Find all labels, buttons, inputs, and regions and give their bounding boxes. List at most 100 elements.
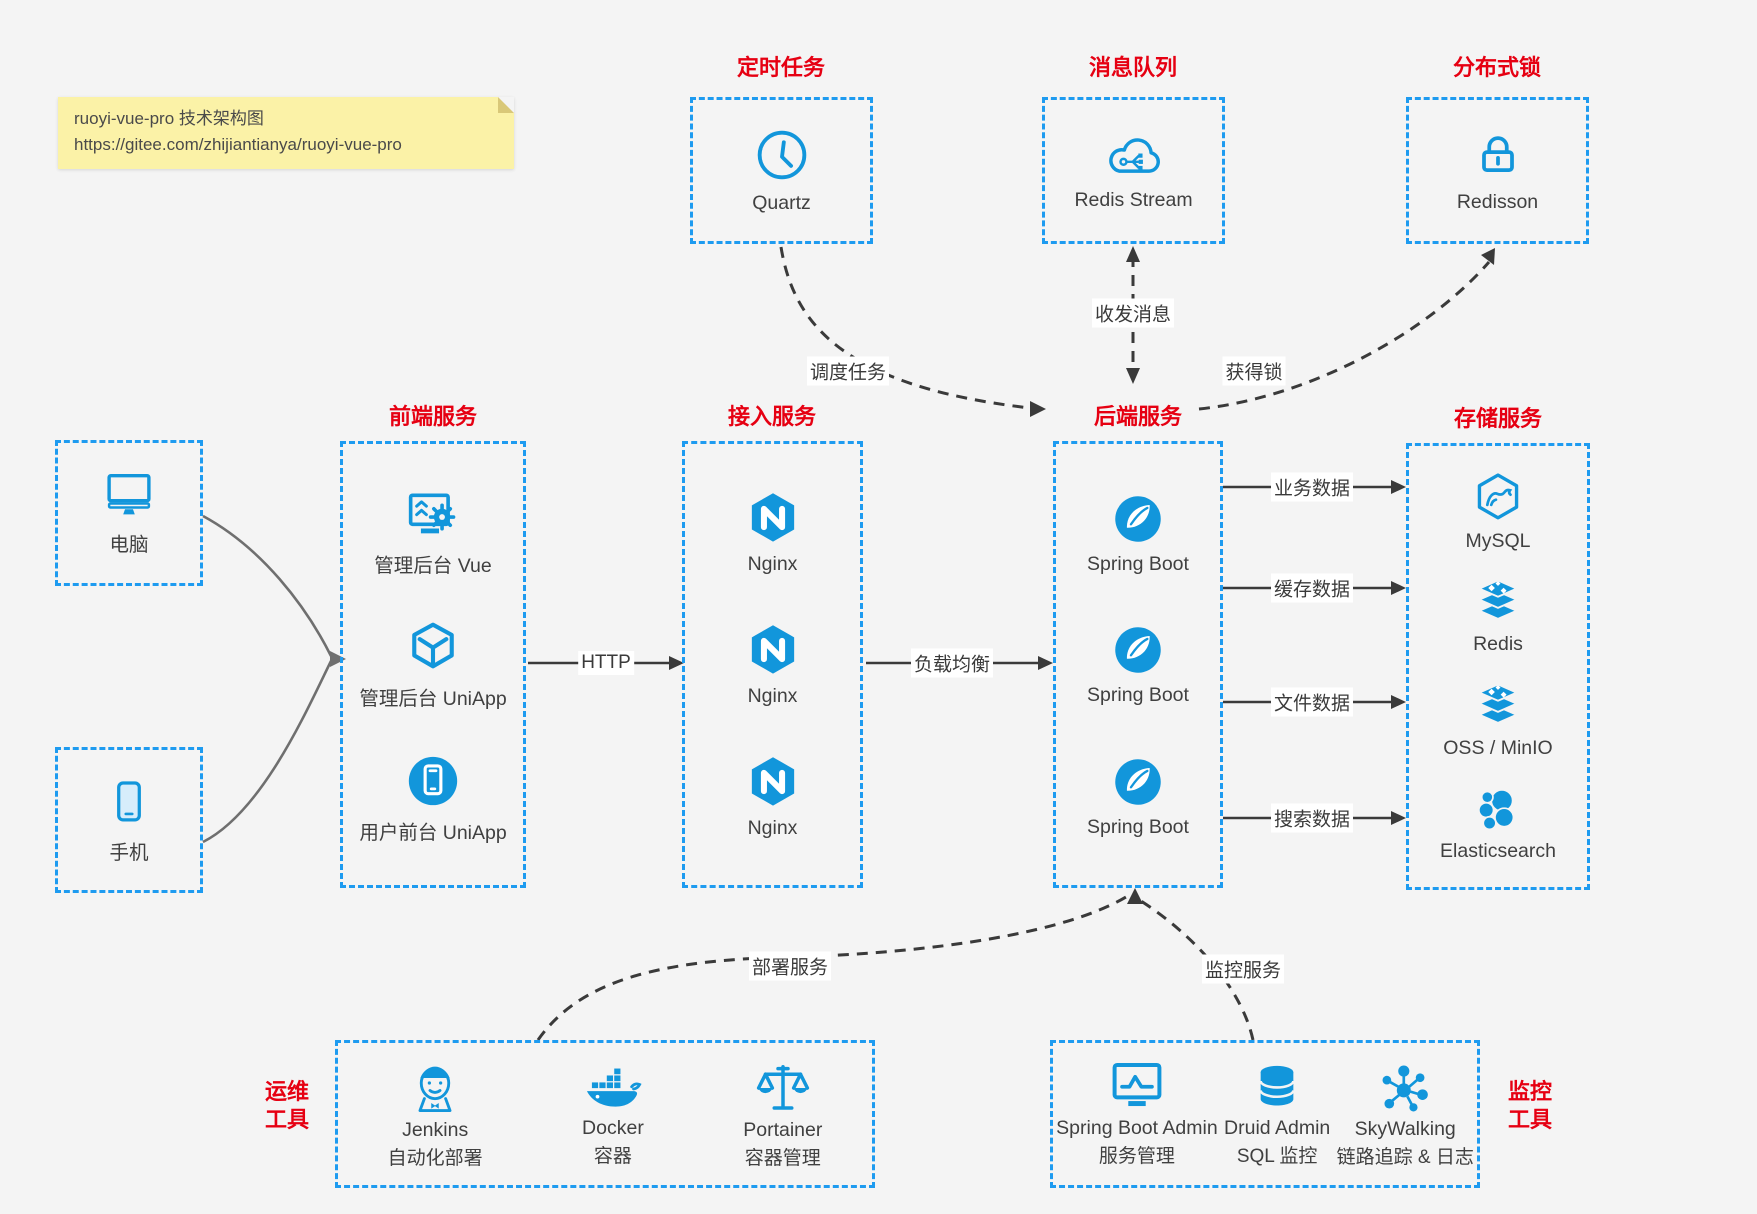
docker-item: Docker 容器: [582, 1060, 644, 1168]
note-fold-corner: [498, 97, 514, 113]
frontend-box: 管理后台 Vue 管理后台 UniApp 用户前台 UniApp: [340, 441, 526, 888]
redis-stream-label: Redis Stream: [1074, 189, 1193, 211]
admin-uniapp-item: 管理后台 UniApp: [359, 618, 507, 711]
frontend-header: 前端服务: [388, 404, 478, 429]
nginx-label: Nginx: [747, 685, 798, 707]
stack-icon: [1478, 683, 1518, 724]
user-uniapp-item: 用户前台 UniApp: [359, 752, 507, 845]
desktop-icon: [107, 473, 151, 514]
storage-header: 存储服务: [1453, 406, 1543, 431]
gateway-box: Nginx Nginx Nginx: [682, 441, 863, 888]
jenkins-label: Jenkins: [402, 1119, 469, 1141]
admin-uniapp-label: 管理后台 UniApp: [359, 688, 507, 710]
redis-item: Redis: [1470, 577, 1526, 656]
nginx-item: Nginx: [744, 621, 802, 708]
nginx-label: Nginx: [747, 817, 798, 839]
desktop-to-frontend-curve: [202, 514, 333, 657]
message-label: 收发消息: [1091, 298, 1175, 328]
nginx-item: Nginx: [744, 489, 802, 576]
spring-boot-item: Spring Boot: [1087, 754, 1189, 839]
nginx-label: Nginx: [747, 553, 798, 575]
skywalking-label: SkyWalking: [1354, 1118, 1456, 1140]
uniapp-cube-icon: [412, 622, 454, 669]
stack-icon: [1478, 579, 1518, 621]
distributed-lock-header: 分布式锁: [1452, 55, 1542, 80]
docker-sublabel: 容器: [593, 1146, 632, 1167]
user-app-circle-icon: [408, 756, 458, 805]
database-icon: [1259, 1065, 1295, 1106]
admin-vue-item: 管理后台 Vue: [374, 485, 492, 578]
elasticsearch-label: Elasticsearch: [1440, 839, 1556, 862]
oss-minio-item: OSS / MinIO: [1443, 681, 1553, 760]
elasticsearch-icon: [1478, 788, 1515, 830]
redis-stream-box: Redis Stream: [1042, 97, 1225, 244]
druid-admin-label: Druid Admin: [1224, 1117, 1331, 1139]
oss-minio-label: OSS / MinIO: [1443, 736, 1553, 759]
get-lock-label: 获得锁: [1222, 356, 1286, 386]
monitoring-tools-box: Spring Boot Admin 服务管理 Druid Admin SQL 监…: [1050, 1040, 1480, 1188]
nginx-icon: [751, 493, 794, 542]
redisson-box: Redisson: [1406, 97, 1589, 244]
spring-boot-label: Spring Boot: [1087, 815, 1189, 838]
scales-icon: [756, 1065, 809, 1110]
business-data-label: 业务数据: [1270, 472, 1354, 502]
jenkins-icon: [418, 1066, 452, 1112]
note-url: https://gitee.com/zhijiantianya/ruoyi-vu…: [74, 135, 402, 154]
clock-icon: [757, 130, 806, 180]
spring-boot-label: Spring Boot: [1087, 684, 1189, 706]
phone-client-box: 手机: [55, 747, 203, 893]
phone-label: 手机: [109, 841, 149, 864]
quartz-box: Quartz: [690, 97, 873, 244]
skywalking-item: SkyWalking 链路追踪 & 日志: [1337, 1059, 1474, 1169]
phone-to-frontend-curve: [202, 660, 333, 844]
spring-boot-admin-label: Spring Boot Admin: [1056, 1117, 1218, 1139]
cloud-mq-icon: [1108, 138, 1160, 173]
docker-label: Docker: [582, 1117, 644, 1139]
desktop-client-box: 电脑: [55, 440, 203, 586]
backend-box: Spring Boot Spring Boot Spring Boot: [1053, 441, 1223, 888]
monitoring-tools-header: 监控 工具: [1507, 1079, 1552, 1132]
mysql-label: MySQL: [1465, 530, 1531, 553]
mysql-icon: [1477, 473, 1519, 520]
docker-whale-icon: [586, 1068, 642, 1107]
portainer-sublabel: 容器管理: [744, 1148, 821, 1169]
deploy-service-curve: [536, 895, 1127, 1041]
schedule-task-label: 调度任务: [806, 356, 890, 386]
monitor-service-label: 监控服务: [1201, 954, 1285, 984]
backend-header: 后端服务: [1093, 404, 1183, 429]
get-lock-curve: [1198, 261, 1491, 411]
elasticsearch-item: Elasticsearch: [1440, 784, 1556, 863]
user-uniapp-label: 用户前台 UniApp: [359, 821, 507, 844]
skywalking-sublabel: 链路追踪 & 日志: [1336, 1147, 1474, 1168]
note-title: ruoyi-vue-pro 技术架构图: [74, 109, 264, 128]
spring-boot-icon: [1115, 758, 1161, 805]
admin-vue-label: 管理后台 Vue: [374, 554, 492, 577]
admin-monitor-icon: [1112, 1062, 1162, 1107]
phone-icon: [117, 780, 141, 821]
message-queue-header: 消息队列: [1088, 55, 1178, 80]
admin-screen-gear-icon: [408, 492, 456, 533]
ops-tools-header: 运维 工具: [264, 1079, 309, 1132]
deploy-service-label: 部署服务: [748, 951, 832, 981]
redis-label: Redis: [1473, 633, 1523, 656]
desktop-label: 电脑: [109, 533, 149, 556]
nginx-item: Nginx: [744, 753, 802, 840]
druid-admin-item: Druid Admin SQL 监控: [1224, 1060, 1330, 1168]
lock-icon: [1481, 136, 1514, 173]
jenkins-sublabel: 自动化部署: [387, 1148, 483, 1169]
spring-boot-item: Spring Boot: [1087, 491, 1189, 576]
ops-tools-box: Jenkins 自动化部署 Docker 容器: [335, 1040, 875, 1188]
redisson-label: Redisson: [1456, 191, 1539, 213]
nginx-icon: [751, 757, 794, 806]
spring-boot-label: Spring Boot: [1087, 552, 1189, 575]
topology-icon: [1382, 1065, 1429, 1112]
jenkins-item: Jenkins 自动化部署: [388, 1058, 483, 1170]
gateway-header: 接入服务: [727, 404, 817, 429]
cache-data-label: 缓存数据: [1270, 573, 1354, 603]
scheduled-task-header: 定时任务: [736, 55, 826, 80]
spring-boot-admin-item: Spring Boot Admin 服务管理: [1056, 1060, 1218, 1168]
spring-boot-icon: [1115, 627, 1161, 673]
storage-box: MySQL Redis: [1406, 443, 1590, 890]
spring-boot-item: Spring Boot: [1087, 622, 1189, 707]
